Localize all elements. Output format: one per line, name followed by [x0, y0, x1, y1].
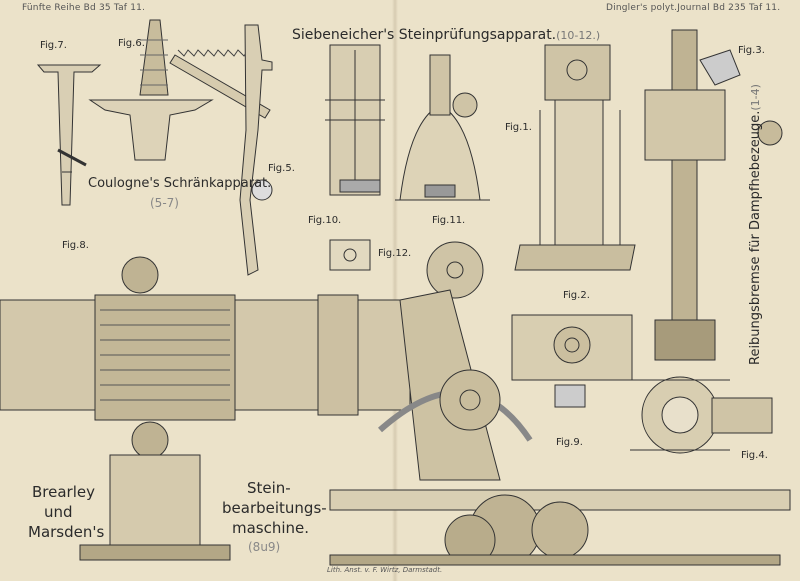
fig11-label: Fig.11. [432, 215, 466, 226]
fig7-drawing [36, 64, 102, 206]
fig5-drawing [239, 24, 273, 276]
fig10-label: Fig.10. [308, 215, 342, 226]
fig6-drawing [88, 19, 214, 161]
fig8-label: Fig.8. [62, 240, 89, 251]
fig10-11-drawing [325, 44, 490, 201]
fig8-9-drawing [0, 241, 791, 566]
title-steinpruefung-ref: (10-12.) [556, 29, 601, 42]
fig4-label: Fig.4. [741, 450, 768, 461]
header-right: Dingler's polyt.Journal Bd 235 Taf 11. [606, 3, 781, 13]
fig12-label: Fig.12. [378, 248, 412, 259]
title-brearley-1: Brearley [32, 483, 95, 501]
fig3-label: Fig.3. [738, 45, 765, 56]
title-reibung-text: Reibungsbremse für Dampfhebezeuge. [748, 110, 763, 365]
fig3-drawing [644, 29, 783, 361]
title-stein-1: Stein- [247, 479, 291, 497]
fig6-label: Fig.6. [118, 38, 145, 49]
fold-crease [392, 0, 398, 581]
title-schraenk: Coulogne's Schränkapparat. [88, 176, 272, 191]
fig7-label: Fig.7. [40, 40, 67, 51]
title-stein-ref: (8u9) [248, 540, 281, 554]
fig1-drawing [514, 44, 636, 271]
title-stein-3: maschine. [232, 519, 310, 537]
title-steinpruefung: Siebeneicher's Steinprüfungsapparat.(10-… [292, 27, 600, 43]
title-schraenk-ref: (5-7) [150, 196, 179, 210]
fig2-label: Fig.2. [563, 290, 590, 301]
title-steinpruefung-text: Siebeneicher's Steinprüfungsapparat. [292, 27, 557, 43]
fig9-label: Fig.9. [556, 437, 583, 448]
title-brearley-3: Marsden's [28, 523, 105, 541]
fig4-drawing [630, 376, 773, 454]
title-reibung-ref: (1-4) [749, 84, 762, 111]
header-left: Fünfte Reihe Bd 35 Taf 11. [22, 3, 146, 13]
title-reibung: Reibungsbremse für Dampfhebezeuge.(1-4) [748, 84, 763, 365]
title-brearley-2: und [44, 503, 73, 521]
title-stein-2: bearbeitungs- [222, 499, 327, 517]
fig1-label: Fig.1. [505, 122, 532, 133]
fig2-drawing [511, 314, 633, 408]
fig10-small-drawing [329, 239, 371, 271]
fig5-label: Fig.5. [268, 163, 295, 174]
saw-blade-drawing [169, 49, 271, 119]
footer-lithograph: Lith. Anst. v. F. Wirtz, Darmstadt. [327, 566, 443, 574]
